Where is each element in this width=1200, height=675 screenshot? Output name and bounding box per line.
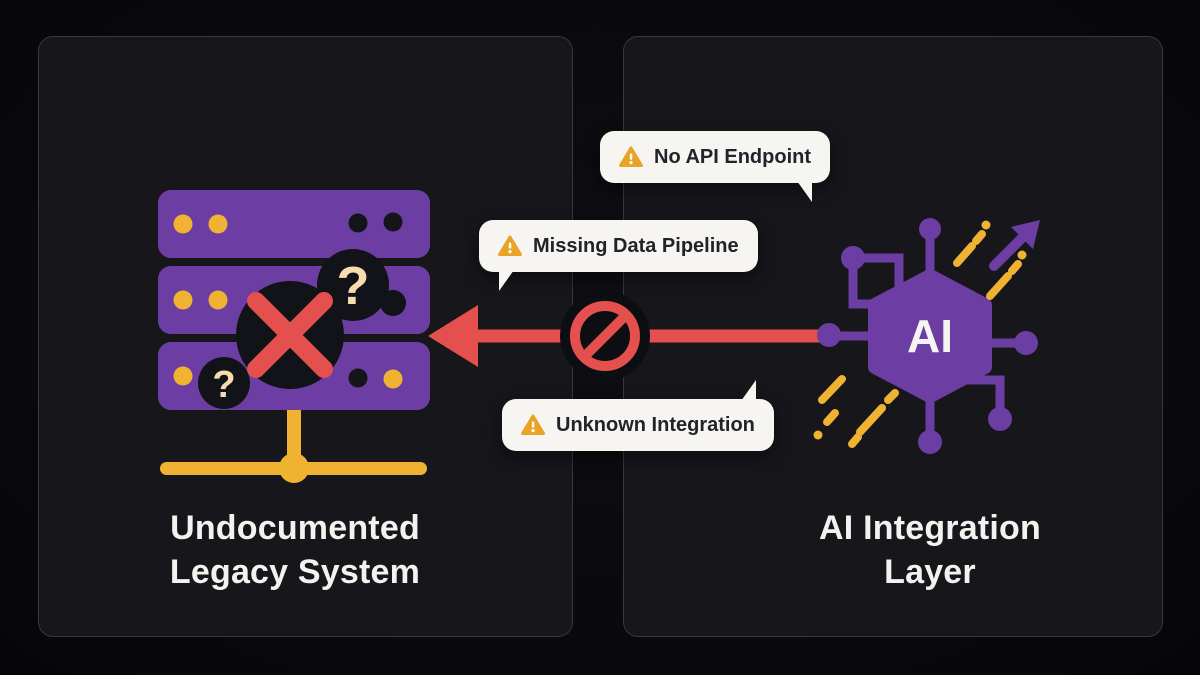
callout-label: No API Endpoint: [654, 145, 812, 168]
bubble-tail: [740, 380, 756, 401]
callout-label: Unknown Integration: [556, 413, 755, 436]
title-line-1: AI Integration: [819, 509, 1041, 547]
callout-missing-data-pipeline: Missing Data Pipeline: [479, 220, 758, 291]
speed-dashes-upper-right: [953, 220, 1027, 300]
speed-dashes-lower-left: [813, 375, 899, 448]
bubble-tail: [797, 181, 813, 202]
ai-chip-label: AI: [907, 310, 953, 362]
callout-unknown-integration: Unknown Integration: [502, 380, 774, 451]
question-mark-icon-top: ?: [337, 256, 370, 316]
legacy-server-icon: ? ?: [158, 190, 430, 483]
title-line-2: Layer: [884, 553, 976, 591]
title-line-1: Undocumented: [170, 509, 420, 547]
title-line-2: Legacy System: [169, 553, 421, 591]
callout-label: Missing Data Pipeline: [533, 234, 739, 257]
callout-no-api-endpoint: No API Endpoint: [600, 131, 831, 202]
warning-triangle-icon: [619, 146, 643, 167]
question-mark-icon-bottom: ?: [212, 364, 235, 406]
bubble-tail: [499, 270, 514, 291]
ai-circuit-icon: AI: [813, 218, 1040, 454]
legacy-system-title: Undocumented Legacy System: [75, 506, 515, 594]
ai-hexagon: [868, 269, 992, 403]
arrowhead-left: [428, 305, 478, 367]
prohibition-icon: [560, 291, 650, 381]
warning-triangle-icon: [498, 235, 522, 256]
error-x-icon: [247, 292, 333, 378]
warning-triangle-icon: [521, 414, 545, 435]
network-stand-icon: [160, 404, 427, 483]
ai-layer-title: AI Integration Layer: [710, 506, 1150, 594]
trend-up-arrow-icon: [989, 220, 1040, 271]
circuit-nodes: [817, 218, 1038, 454]
server-status-dots: [173, 212, 403, 389]
blocked-connection-arrow: [428, 291, 830, 381]
